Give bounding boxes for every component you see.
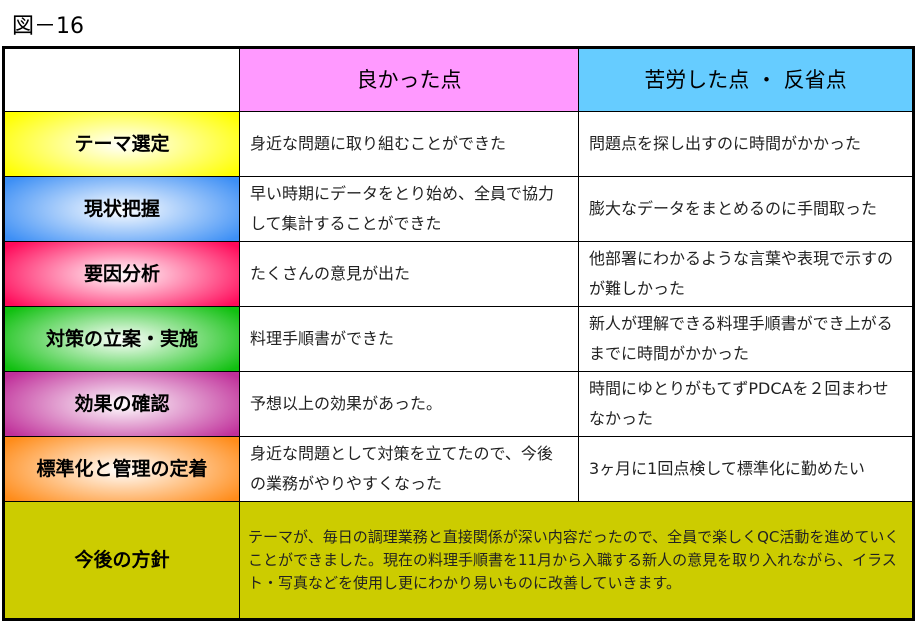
stage-label: 標準化と管理の定着	[3, 436, 240, 502]
hardship: 問題点を探し出すのに時間がかかった	[578, 111, 914, 177]
good-point: 身近な問題として対策を立てたので、今後の業務がやりやすくなった	[239, 436, 579, 502]
summary-text: テーマが、毎日の調理業務と直接関係が深い内容だったので、全員で楽しくQC活動を進…	[239, 501, 914, 620]
figure-title: 図－16	[12, 14, 84, 39]
good-point: 身近な問題に取り組むことができた	[239, 111, 579, 177]
good-point: 予想以上の効果があった。	[239, 371, 579, 437]
hardship: 他部署にわかるような言葉や表現で示すのが難しかった	[578, 241, 914, 307]
table-row: 要因分析たくさんの意見が出た他部署にわかるような言葉や表現で示すのが難しかった	[3, 241, 914, 307]
hardship: 膨大なデータをまとめるのに手間取った	[578, 176, 914, 242]
summary-row: 今後の方針 テーマが、毎日の調理業務と直接関係が深い内容だったので、全員で楽しく…	[3, 501, 914, 620]
table-row: 現状把握早い時期にデータをとり始め、全員で協力して集計することができた膨大なデー…	[3, 176, 914, 242]
summary-label: 今後の方針	[3, 501, 240, 620]
good-point: 料理手順書ができた	[239, 306, 579, 372]
table-row: テーマ選定身近な問題に取り組むことができた問題点を探し出すのに時間がかかった	[3, 111, 914, 177]
table-row: 対策の立案・実施料理手順書ができた新人が理解できる料理手順書ができ上がるまでに時…	[3, 306, 914, 372]
good-point: たくさんの意見が出た	[239, 241, 579, 307]
hardships-header: 苦労した点 ・ 反省点	[578, 47, 914, 112]
stage-label: 現状把握	[3, 176, 240, 242]
reflection-table: 良かった点 苦労した点 ・ 反省点 テーマ選定身近な問題に取り組むことができた問…	[2, 46, 915, 621]
stage-label: テーマ選定	[3, 111, 240, 177]
stage-label: 効果の確認	[3, 371, 240, 437]
header-row: 良かった点 苦労した点 ・ 反省点	[3, 47, 914, 112]
hardship: 3ヶ月に1回点検して標準化に勤めたい	[578, 436, 914, 502]
stage-label: 対策の立案・実施	[3, 306, 240, 372]
hardship: 新人が理解できる料理手順書ができ上がるまでに時間がかかった	[578, 306, 914, 372]
stage-label: 要因分析	[3, 241, 240, 307]
good-point: 早い時期にデータをとり始め、全員で協力して集計することができた	[239, 176, 579, 242]
hardship: 時間にゆとりがもてずPDCAを２回まわせなかった	[578, 371, 914, 437]
good-points-header: 良かった点	[239, 47, 579, 112]
table-row: 標準化と管理の定着身近な問題として対策を立てたので、今後の業務がやりやすくなった…	[3, 436, 914, 502]
corner-cell	[3, 47, 240, 112]
table-row: 効果の確認予想以上の効果があった。時間にゆとりがもてずPDCAを２回まわせなかっ…	[3, 371, 914, 437]
